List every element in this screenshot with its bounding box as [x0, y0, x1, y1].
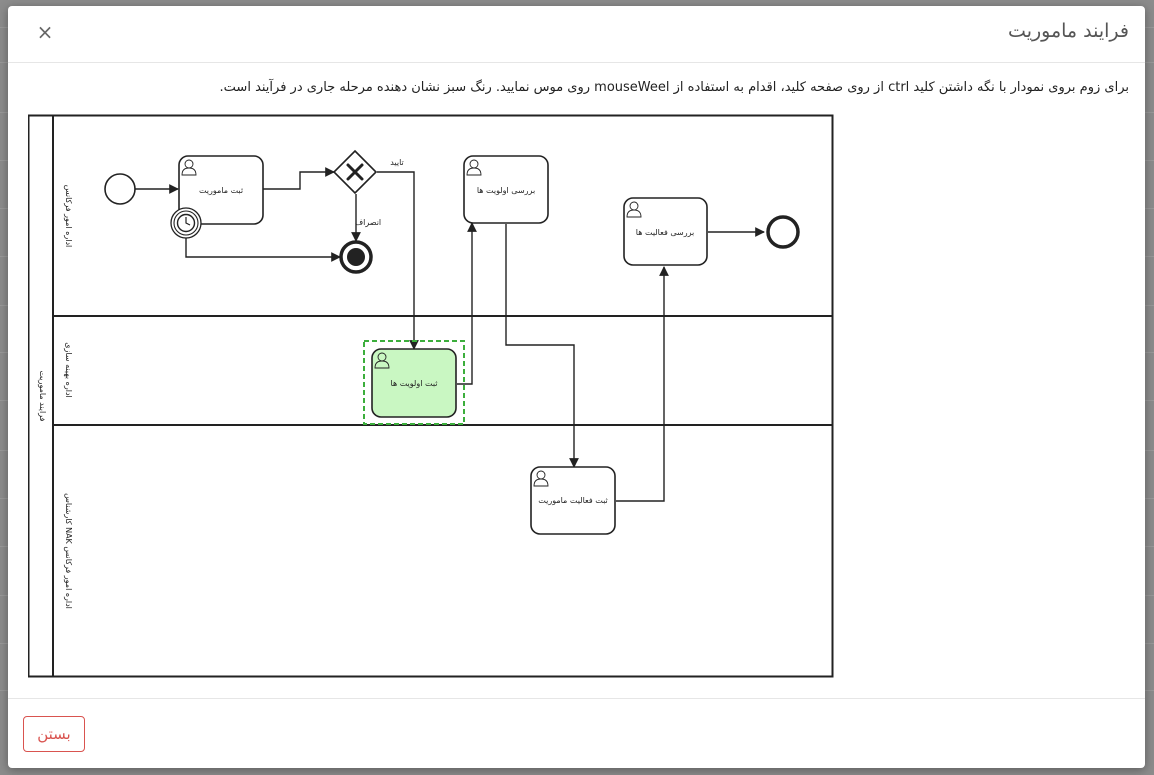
user-icon	[181, 159, 197, 176]
process-modal: فرایند ماموریت × برای زوم بروی نمودار با…	[8, 6, 1145, 768]
task-label: ثبت اولویت ها	[391, 379, 438, 388]
exclusive-gateway[interactable]	[332, 149, 378, 195]
user-icon	[374, 352, 390, 369]
end-event[interactable]	[766, 215, 800, 249]
modal-title: فرایند ماموریت	[1008, 20, 1129, 42]
lane-label-frequency: اداره امور فرکانس	[64, 185, 73, 248]
modal-footer: بستن	[8, 698, 1145, 768]
end-event-terminate[interactable]	[339, 240, 373, 274]
lane-label-optimization: اداره بهینه سازی	[64, 342, 73, 397]
task-register-mission-activity[interactable]: ثبت فعالیت ماموریت	[530, 466, 616, 535]
modal-header: فرایند ماموریت ×	[8, 6, 1145, 63]
task-label: ثبت فعالیت ماموریت	[538, 496, 608, 505]
user-icon	[466, 159, 482, 176]
task-label: بررسی اولویت ها	[477, 186, 535, 195]
task-register-priorities-current[interactable]: ثبت اولویت ها	[363, 340, 465, 425]
start-event[interactable]	[104, 173, 136, 205]
gateway-x-icon	[346, 163, 364, 181]
zoom-help-text: برای زوم بروی نمودار با نگه داشتن کلید c…	[219, 80, 1129, 95]
close-icon[interactable]: ×	[36, 20, 54, 44]
flow-label-approve: تایید	[390, 158, 404, 167]
task-register-mission[interactable]: ثبت ماموریت	[178, 155, 264, 225]
lane-label-nak-expert: کارشناس NAK اداره امور فرکانس	[64, 493, 73, 609]
bpmn-diagram[interactable]: فرایند ماموریت اداره امور فرکانس اداره ب…	[28, 114, 836, 679]
pool-label: فرایند ماموریت	[38, 371, 47, 422]
user-icon	[626, 201, 642, 218]
user-icon	[533, 470, 549, 487]
flow-label-cancel: انصراف	[355, 218, 381, 227]
clock-icon	[176, 213, 196, 233]
close-button[interactable]: بستن	[23, 716, 85, 752]
task-review-priorities[interactable]: بررسی اولویت ها	[463, 155, 549, 224]
task-label: بررسی فعالیت ها	[636, 228, 694, 237]
task-review-activities[interactable]: بررسی فعالیت ها	[623, 197, 708, 266]
task-label: ثبت ماموریت	[199, 186, 243, 195]
timer-boundary-event[interactable]	[170, 207, 202, 239]
